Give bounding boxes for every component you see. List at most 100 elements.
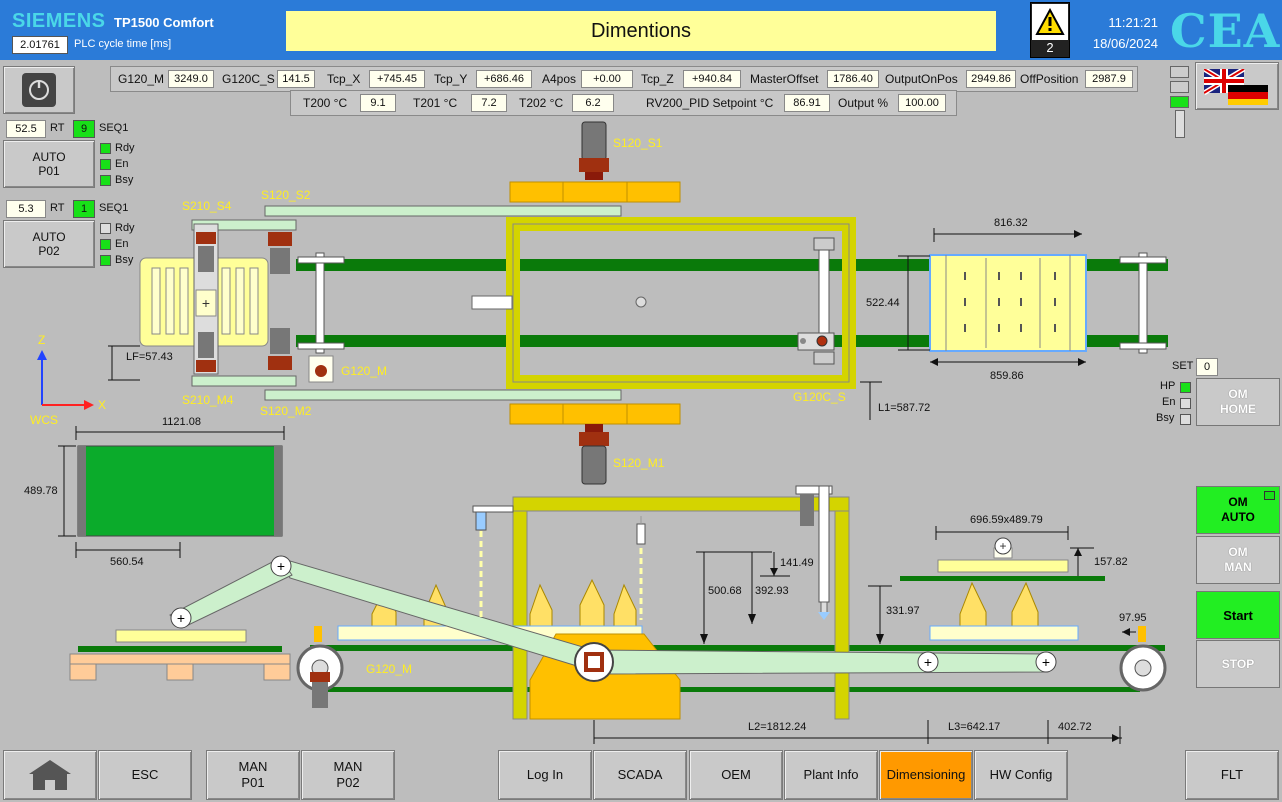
- dim-560: 560.54: [110, 556, 144, 568]
- wcs-label: WCS: [30, 413, 58, 427]
- auto-p02-line2: P02: [38, 244, 60, 258]
- alarm-count: 2: [1046, 40, 1054, 55]
- p01-en-label: En: [115, 158, 129, 170]
- label-s210-m4: S210_M4: [182, 393, 234, 407]
- param-label: Tcp_X: [327, 72, 361, 86]
- svg-text:+: +: [277, 558, 285, 574]
- p02-rdy-label: Rdy: [115, 222, 135, 234]
- hp-led: [1180, 382, 1191, 393]
- param-value: 1786.40: [827, 70, 879, 88]
- dim-l1: L1=587.72: [878, 402, 931, 414]
- svg-text:+: +: [202, 295, 210, 311]
- home-button[interactable]: [3, 750, 97, 800]
- alarm-indicator[interactable]: 2: [1030, 2, 1070, 58]
- dim-859: 859.86: [990, 370, 1024, 382]
- auto-p01-button[interactable]: AUTO P01: [3, 140, 95, 188]
- param-value: 6.2: [572, 94, 614, 112]
- auto-p02-button[interactable]: AUTO P02: [3, 220, 95, 268]
- login-button[interactable]: Log In: [498, 750, 592, 800]
- param-label: T202 °C: [519, 96, 564, 110]
- om-auto-button[interactable]: OM AUTO: [1196, 486, 1280, 534]
- param-value: +940.84: [683, 70, 741, 88]
- language-button[interactable]: [1195, 62, 1279, 110]
- panel-model: TP1500 Comfort: [114, 15, 214, 30]
- om-auto-line2: AUTO: [1221, 510, 1255, 524]
- page-title: Dimentions: [286, 11, 996, 51]
- clock-date: 18/06/2024: [1092, 36, 1158, 51]
- param-label: Tcp_Y: [434, 72, 468, 86]
- oem-button[interactable]: OEM: [689, 750, 783, 800]
- dim-1121: 1121.08: [162, 416, 201, 428]
- set-label: SET: [1172, 360, 1194, 372]
- status-indicator-2: [1170, 81, 1189, 93]
- param-label: MasterOffset: [750, 72, 819, 86]
- param-value: +0.00: [581, 70, 633, 88]
- label-s210-s4: S210_S4: [182, 199, 232, 213]
- p01-bsy-label: Bsy: [115, 174, 134, 186]
- auto-p01-line2: P01: [38, 164, 60, 178]
- dim-402: 402.72: [1058, 721, 1092, 733]
- p02-rdy-led: [100, 223, 111, 234]
- svg-text:+: +: [999, 539, 1006, 553]
- label-s120-m2: S120_M2: [260, 404, 312, 418]
- param-label: G120_M: [118, 72, 165, 86]
- param-value: 7.2: [471, 94, 507, 112]
- p01-seq-label: SEQ1: [99, 122, 129, 134]
- dim-696: 696.59x489.79: [970, 514, 1043, 526]
- status-indicator-3: [1170, 96, 1189, 108]
- axis-x-label: X: [98, 398, 107, 412]
- axis-z-label: Z: [38, 333, 46, 347]
- man-p01-button[interactable]: MAN P01: [206, 750, 300, 800]
- p01-seq-count: 9: [73, 120, 95, 138]
- label-s120-s1: S120_S1: [613, 136, 663, 150]
- brand-logo: SIEMENS: [12, 10, 106, 32]
- param-value: 2949.86: [966, 70, 1016, 88]
- om-man-line1: OM: [1228, 545, 1248, 559]
- stop-button[interactable]: STOP: [1196, 640, 1280, 688]
- start-button[interactable]: Start: [1196, 591, 1280, 639]
- en-led: [1180, 398, 1191, 409]
- auto-p02-line1: AUTO: [32, 230, 66, 244]
- p02-value: 5.3: [6, 200, 46, 218]
- dim-489: 489.78: [24, 485, 58, 497]
- om-auto-line1: OM: [1228, 495, 1248, 509]
- man-p02-button[interactable]: MAN P02: [301, 750, 395, 800]
- dim-331: 331.97: [886, 605, 920, 617]
- dim-l2: L2=1812.24: [748, 721, 807, 733]
- dim-522: 522.44: [866, 297, 900, 309]
- param-label: OffPosition: [1020, 72, 1079, 86]
- set-value: 0: [1196, 358, 1218, 376]
- om-home-line2: HOME: [1220, 402, 1256, 416]
- param-value: 141.5: [277, 70, 315, 88]
- power-button[interactable]: [3, 66, 75, 114]
- param-label: G120C_S: [222, 72, 275, 86]
- man-p02-line2: P02: [336, 775, 360, 790]
- p02-bsy-led: [100, 255, 111, 266]
- flt-button[interactable]: FLT: [1185, 750, 1279, 800]
- svg-text:+: +: [924, 654, 932, 670]
- om-auto-led: [1264, 491, 1275, 500]
- scada-button[interactable]: SCADA: [593, 750, 687, 800]
- man-p01-line1: MAN: [238, 759, 268, 774]
- p02-seq-label: SEQ1: [99, 202, 129, 214]
- param-value: 2987.9: [1085, 70, 1133, 88]
- plc-cycle-value: 2.01761: [12, 36, 68, 54]
- warning-icon: [1032, 4, 1068, 40]
- level-bar: [1175, 110, 1185, 138]
- param-value: 86.91: [784, 94, 830, 112]
- esc-button[interactable]: ESC: [98, 750, 192, 800]
- plant-info-button[interactable]: Plant Info: [784, 750, 878, 800]
- hw-config-button[interactable]: HW Config: [974, 750, 1068, 800]
- p02-rt-label: RT: [50, 202, 65, 214]
- dimensioning-button[interactable]: Dimensioning: [879, 750, 973, 800]
- label-g120c-s: G120C_S: [793, 390, 846, 404]
- om-home-button[interactable]: OM HOME: [1196, 378, 1280, 426]
- status-indicator-1: [1170, 66, 1189, 78]
- man-p02-line1: MAN: [333, 759, 363, 774]
- param-label: T201 °C: [413, 96, 458, 110]
- bsy-label: Bsy: [1156, 412, 1175, 424]
- om-man-line2: MAN: [1224, 560, 1252, 574]
- om-man-button[interactable]: OM MAN: [1196, 536, 1280, 584]
- plc-cycle-label: PLC cycle time [ms]: [74, 38, 172, 50]
